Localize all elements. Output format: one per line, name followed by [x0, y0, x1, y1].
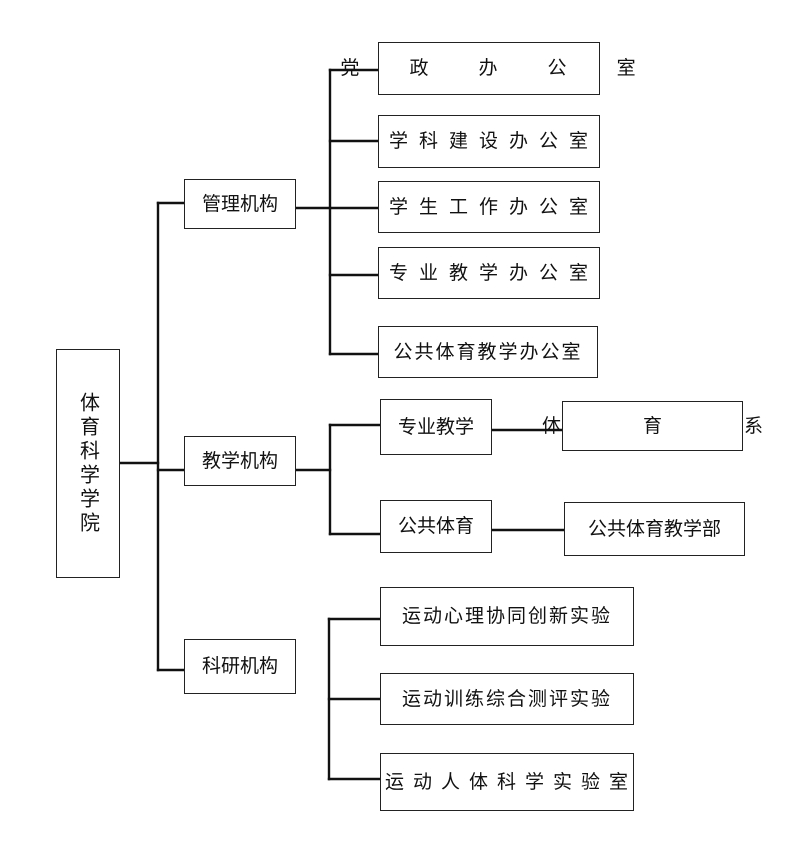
branch-teaching: 教学机构 [184, 436, 296, 486]
teaching-public-pe-department: 公共体育教学部 [564, 502, 745, 556]
branch-research: 科研机构 [184, 639, 296, 694]
management-office-public-pe-teaching: 公共体育教学办公室 [378, 326, 598, 378]
management-office-student-affairs: 学生工作办公室 [378, 181, 600, 233]
management-office-professional-teaching: 专业教学办公室 [378, 247, 600, 299]
branch-management: 管理机构 [184, 179, 296, 229]
teaching-professional: 专业教学 [380, 399, 492, 455]
research-lab-human-sport-science: 运动人体科学实验室 [380, 753, 634, 811]
management-office-discipline-construction: 学科建设办公室 [378, 115, 600, 168]
teaching-public-pe: 公共体育 [380, 500, 492, 553]
root-node-college: 体育科学学院 [56, 349, 120, 578]
research-lab-training-evaluation: 运动训练综合测评实验 [380, 673, 634, 725]
teaching-pe-department: 体 育 系 [542, 401, 763, 451]
research-lab-sport-psychology: 运动心理协同创新实验 [380, 587, 634, 646]
management-office-party-government: 党 政 办 公 室 [340, 42, 636, 95]
